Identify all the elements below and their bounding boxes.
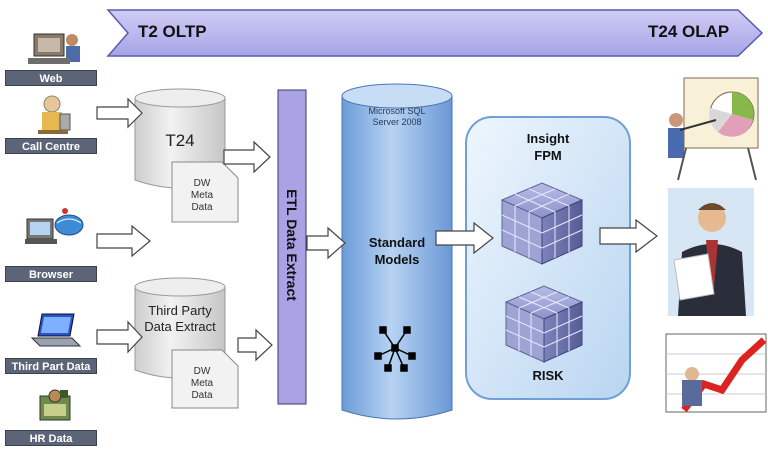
sql-server-header: Microsoft SQL Server 2008 (350, 106, 444, 128)
note-line: Meta (190, 378, 214, 389)
sql-server-cylinder (341, 83, 453, 420)
insight-title-line: Insight (526, 131, 570, 146)
risk-cube-icon (504, 285, 584, 363)
arrow-t24-etl (223, 140, 271, 174)
arrow-etl-sql (306, 226, 346, 260)
computer-person-icon (28, 33, 80, 64)
businessman-reading-icon (668, 188, 754, 316)
arrow-web-t24 (96, 97, 143, 129)
source-label-browser: Browser (5, 266, 97, 282)
models-line: Standard (368, 235, 426, 250)
arrow-sql-insight (435, 221, 494, 255)
sql-header-line: Server 2008 (372, 117, 422, 127)
laptop-icon (30, 313, 82, 347)
etl-bar (277, 89, 307, 405)
note-line: Data (191, 202, 213, 213)
t24-meta-note-text: DW Meta Data (176, 178, 228, 214)
third-party-title-line: Data Extract (144, 319, 216, 334)
etl-label: ETL Data Extract (278, 90, 306, 400)
hr-folder-person-icon (39, 389, 71, 421)
third-party-meta-note-text: DW Meta Data (176, 366, 228, 402)
models-line: Models (374, 252, 420, 267)
note-line: DW (193, 178, 211, 189)
source-label-call-centre: Call Centre (5, 138, 97, 154)
third-party-title-line: Third Party (148, 303, 212, 318)
third-party-meta-note (171, 349, 239, 409)
note-line: Meta (190, 190, 214, 201)
olap-cube-icon (500, 182, 584, 265)
banner-left-label: T2 OLTP (138, 22, 207, 41)
standard-models-label: Standard Models (350, 234, 444, 268)
arrow-third-party (96, 320, 143, 354)
growth-chart-icon (665, 333, 767, 413)
arrow-third-etl (237, 328, 273, 362)
third-party-title: Third Party Data Extract (130, 303, 230, 335)
call-centre-operator-icon (38, 95, 71, 134)
arrow-insight-output (599, 218, 658, 254)
insight-title-line: FPM (534, 148, 562, 163)
network-star-icon (374, 326, 416, 372)
browser-globe-icon (25, 208, 84, 244)
flow-arrows (96, 97, 658, 362)
note-line: Data (191, 390, 213, 401)
oltp-olap-banner (106, 9, 764, 57)
presentation-pie-chart-icon (668, 77, 759, 181)
arrow-browser (96, 224, 151, 258)
source-label-hr-data: HR Data (5, 430, 97, 446)
sql-header-line: Microsoft SQL (368, 106, 426, 116)
source-label-web: Web (5, 70, 97, 86)
source-label-third-part-data: Third Part Data (5, 358, 97, 374)
t24-meta-note (171, 161, 239, 223)
insight-title: Insight FPM (500, 130, 596, 164)
t24-title: T24 (165, 131, 195, 150)
note-line: DW (193, 366, 211, 377)
risk-label: RISK (532, 368, 564, 383)
etl-label-text: ETL Data Extract (284, 189, 300, 301)
banner-right-label: T24 OLAP (648, 22, 730, 41)
